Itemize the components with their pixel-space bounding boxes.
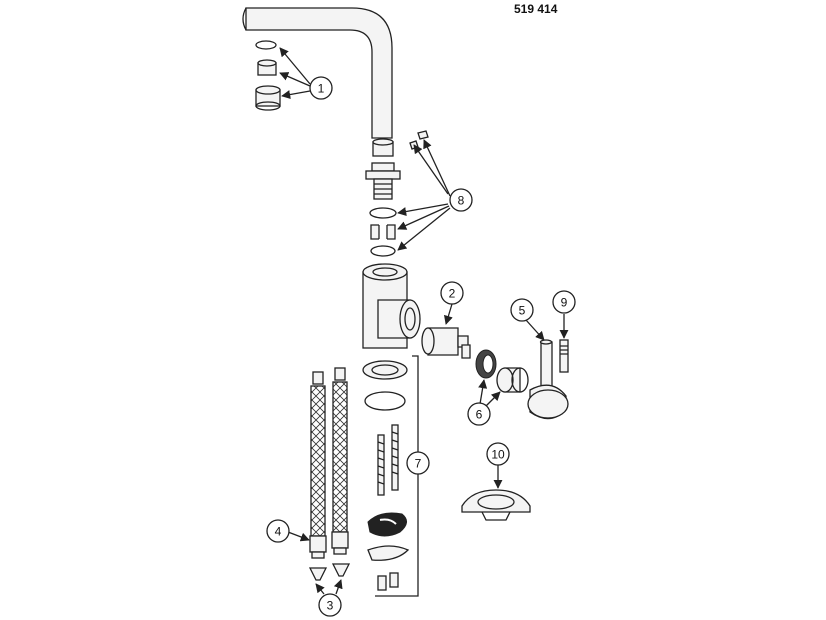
callout-2-label: 2 [449,287,456,301]
handle-lever [527,339,569,420]
callout-3-label: 3 [327,599,334,613]
callout-8-label: 8 [458,194,465,208]
callout-9: 9 [552,290,576,314]
callout-2: 2 [440,281,464,305]
callout-5: 5 [510,298,534,322]
nuts [377,572,399,591]
callout-10: 10 [486,442,510,466]
callout-1: 1 [309,76,333,100]
spout [242,7,393,139]
small-screws [409,130,429,150]
leader-lines [279,47,569,595]
callout-7-label: 7 [415,457,422,471]
callout-4-label: 4 [275,525,282,539]
hose-fittings [308,563,351,581]
callout-5-label: 5 [519,304,526,318]
cartridge [421,327,471,359]
callout-8: 8 [449,188,473,212]
aerator-parts [255,40,281,111]
part-number: 519 414 [514,2,558,16]
callout-3: 3 [318,593,342,617]
callout-7: 7 [406,451,430,475]
threaded-adapter [365,162,401,200]
callout-10-label: 10 [491,448,505,462]
spout-connector-parts [365,130,429,257]
callout-9-label: 9 [561,296,568,310]
mounting-set [362,355,419,597]
flexible-hoses [309,367,349,559]
callout-1-label: 1 [318,82,325,96]
threaded-rods [377,424,399,496]
callout-6-label: 6 [476,408,483,422]
aerator-housing [255,85,281,111]
callout-4: 4 [266,519,290,543]
mixer-body [362,263,421,349]
escutcheon-plate [461,489,531,521]
split-clip [370,224,396,240]
cartridge-nut-sleeve [475,349,529,393]
aerator-insert [257,59,277,76]
callout-6: 6 [467,402,491,426]
handle-pin [559,339,569,373]
